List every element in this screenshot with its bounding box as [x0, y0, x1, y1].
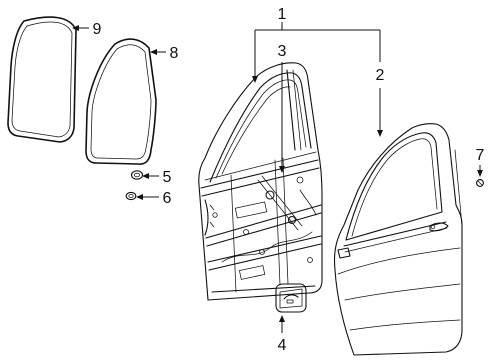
switch-bezel-4	[275, 283, 307, 313]
plug-5	[130, 170, 144, 180]
callout-3: 3	[278, 43, 287, 60]
callout-5: 5	[163, 169, 172, 186]
callout-6: 6	[163, 190, 172, 207]
callout-7: 7	[476, 147, 485, 164]
callout-1: 1	[278, 6, 287, 23]
door-inner-structure	[198, 62, 323, 301]
door-outer-panel	[333, 123, 463, 356]
callout-labels: 1 2 3 4 5 6 7 8 9	[93, 6, 485, 354]
callout-9: 9	[93, 21, 102, 38]
callout-8: 8	[170, 45, 179, 62]
weatherstrip-9-seal	[7, 16, 77, 143]
callout-4: 4	[278, 337, 287, 354]
callout-2: 2	[376, 67, 385, 84]
weatherstrip-8-seal	[85, 38, 157, 165]
clip-7	[476, 179, 484, 187]
plug-6	[125, 191, 137, 201]
leader-lines	[72, 22, 483, 333]
